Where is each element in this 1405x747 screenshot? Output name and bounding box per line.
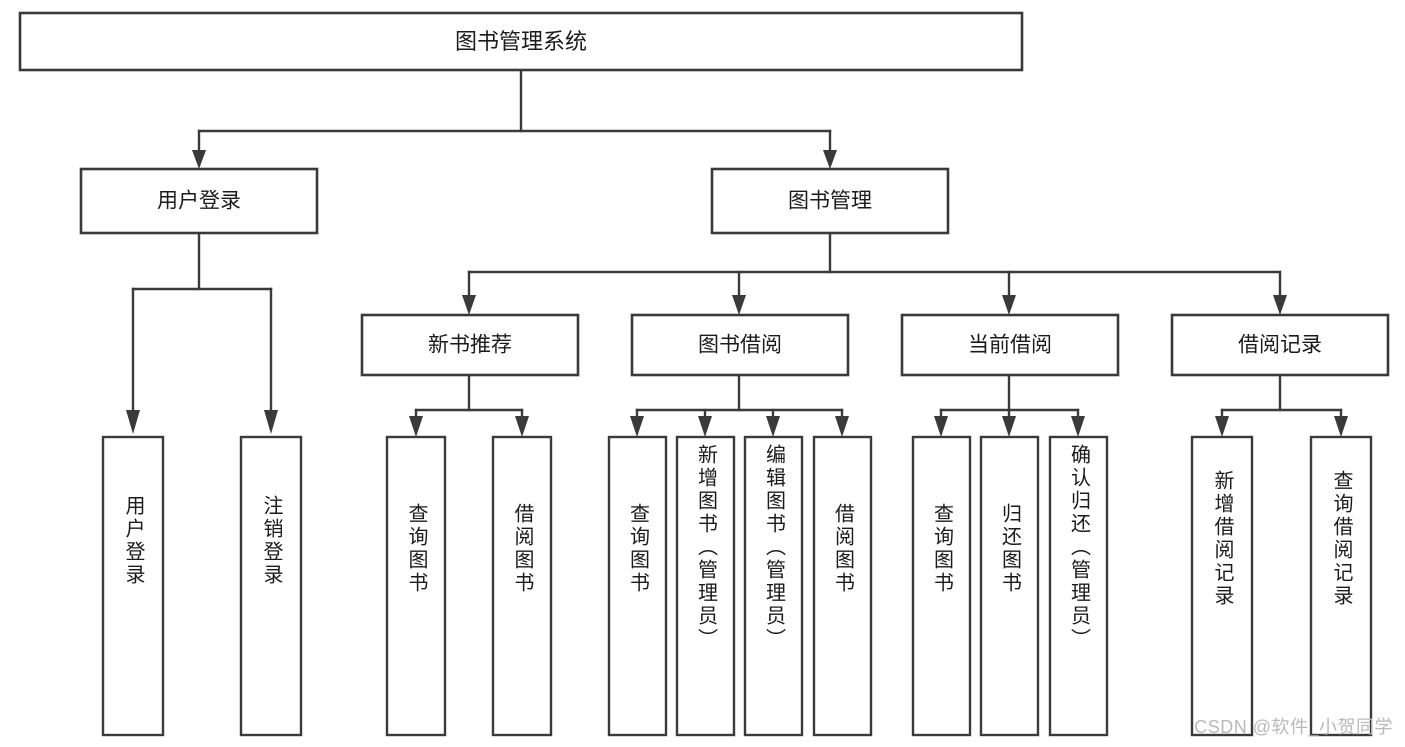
new-book-recommend-box[interactable] [360, 313, 580, 377]
arrow-to-book-borrow [732, 295, 746, 315]
arrow-to-leaf-user-login [126, 410, 140, 434]
leaf-box-logout[interactable] [239, 435, 303, 737]
leaf-box-borrowrecord-add[interactable] [1190, 435, 1254, 737]
arrow-to-currentborrow-leaf-1 [934, 416, 948, 437]
arrow-to-bookborrow-leaf-2 [698, 416, 712, 437]
leaf-box-currentborrow-return[interactable] [979, 435, 1040, 737]
leaf-box-bookborrow-edit[interactable] [743, 435, 804, 737]
user-login-box[interactable] [79, 167, 319, 235]
root-box[interactable] [18, 11, 1024, 72]
node-root[interactable]: 图书管理系统 [18, 11, 1024, 72]
arrow-to-borrowrecord-leaf-1 [1215, 416, 1229, 437]
node-book-manage[interactable]: 图书管理 [710, 167, 950, 235]
current-borrow-label: 当前借阅 [968, 334, 1052, 357]
arrow-to-currentborrow-leaf-3 [1071, 416, 1085, 437]
book-manage-box[interactable] [710, 167, 950, 235]
arrow-to-newbook-leaf-1 [409, 416, 423, 437]
arrow-to-newbook-leaf-2 [515, 416, 529, 437]
arrow-to-bookborrow-leaf-1 [630, 416, 644, 437]
book-manage-label: 图书管理 [788, 190, 872, 213]
new-book-recommend-label: 新书推荐 [428, 334, 512, 357]
leaf-box-newbook-query[interactable] [385, 435, 447, 737]
arrow-to-bookborrow-leaf-4 [835, 416, 849, 437]
arrow-to-borrowrecord-leaf-2 [1334, 416, 1348, 437]
current-borrow-box[interactable] [900, 313, 1120, 377]
watermark-text: CSDN @软件_小贺同学 [1194, 717, 1393, 737]
arrow-to-new-book [462, 295, 476, 315]
arrow-to-bookborrow-leaf-3 [766, 416, 780, 437]
node-current-borrow[interactable]: 当前借阅 [900, 313, 1120, 377]
arrow-to-borrow-record [1273, 295, 1287, 315]
root-label: 图书管理系统 [455, 29, 587, 54]
leaf-box-currentborrow-confirm[interactable] [1048, 435, 1109, 737]
book-borrow-box[interactable] [630, 313, 850, 377]
arrow-to-user-login [192, 150, 206, 169]
node-new-book-recommend[interactable]: 新书推荐 [360, 313, 580, 377]
edges-group [126, 68, 1348, 437]
arrow-to-leaf-logout [264, 410, 278, 434]
user-login-label: 用户登录 [157, 190, 241, 213]
leaf-box-bookborrow-borrow[interactable] [812, 435, 873, 737]
borrow-record-label: 借阅记录 [1238, 334, 1322, 357]
borrow-record-box[interactable] [1170, 313, 1390, 377]
node-user-login[interactable]: 用户登录 [79, 167, 319, 235]
arrow-to-currentborrow-leaf-2 [1002, 416, 1016, 437]
leaf-box-currentborrow-query[interactable] [911, 435, 972, 737]
arrow-to-current-borrow [1002, 295, 1016, 315]
node-book-borrow[interactable]: 图书借阅 [630, 313, 850, 377]
leaf-box-borrowrecord-query[interactable] [1309, 435, 1373, 737]
arrow-to-book-manage [823, 150, 837, 169]
book-borrow-label: 图书借阅 [698, 334, 782, 357]
node-borrow-record[interactable]: 借阅记录 [1170, 313, 1390, 377]
leaf-box-user-login[interactable] [101, 435, 165, 737]
leaf-box-newbook-borrow[interactable] [491, 435, 553, 737]
leaf-box-bookborrow-add[interactable] [675, 435, 736, 737]
leaf-boxes-group [101, 435, 1373, 737]
leaf-box-bookborrow-query[interactable] [607, 435, 668, 737]
